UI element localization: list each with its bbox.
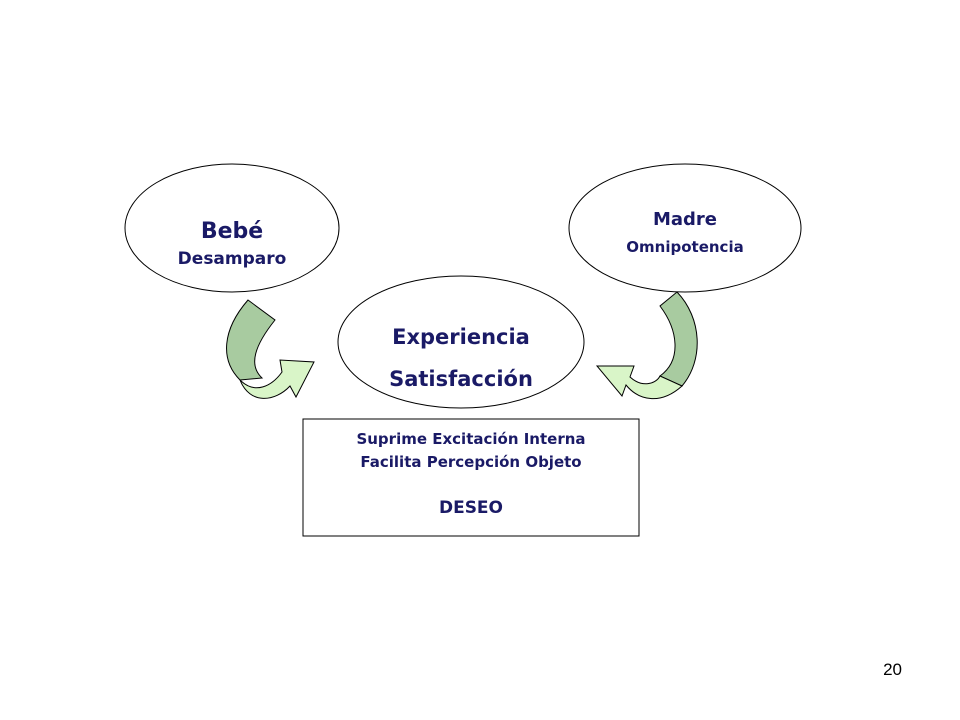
- deseo-box-line3: DESEO: [439, 498, 503, 518]
- right-curved-arrow: [595, 291, 698, 400]
- right-arrow-head: [595, 365, 683, 400]
- deseo-box: Suprime Excitación Interna Facilita Perc…: [302, 418, 640, 537]
- deseo-box-line2: Facilita Percepción Objeto: [360, 453, 581, 471]
- left-arrow-head: [239, 359, 315, 399]
- experiencia-ellipse: [337, 275, 585, 409]
- bebe-title: Bebé: [201, 219, 263, 244]
- deseo-box-line1: Suprime Excitación Interna: [356, 430, 585, 448]
- page-number: 20: [883, 660, 902, 679]
- node-experiencia: Experiencia Satisfacción: [337, 275, 585, 409]
- madre-subtitle: Omnipotencia: [626, 238, 743, 256]
- experiencia-line2: Satisfacción: [389, 367, 533, 391]
- bebe-subtitle: Desamparo: [178, 249, 287, 269]
- bebe-ellipse: [124, 163, 340, 293]
- madre-ellipse: [568, 163, 802, 293]
- node-bebe: Bebé Desamparo: [124, 163, 340, 293]
- madre-title: Madre: [653, 209, 717, 230]
- right-arrow-band: [659, 291, 698, 387]
- deseo-box-frame: [302, 418, 640, 537]
- left-arrow-band: [226, 299, 276, 381]
- left-curved-arrow: [226, 299, 315, 399]
- experiencia-line1: Experiencia: [392, 325, 530, 349]
- node-madre: Madre Omnipotencia: [568, 163, 802, 293]
